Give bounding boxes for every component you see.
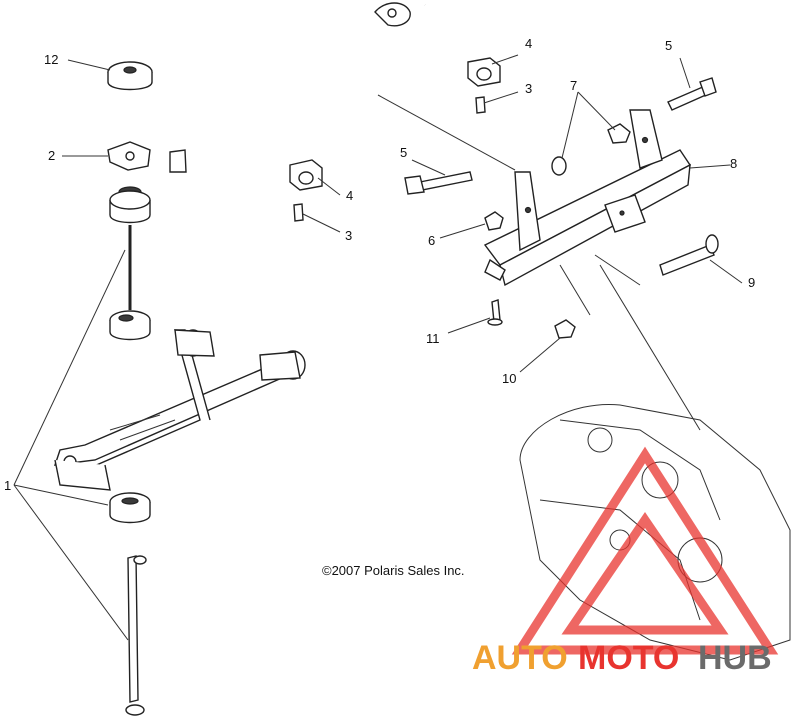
callout-5-lower: 5 (400, 145, 407, 160)
bolt-9 (659, 234, 719, 276)
bolt-5-lower (404, 171, 473, 195)
leader-1 (13, 249, 129, 641)
pin-11 (487, 299, 503, 326)
a-arm (53, 329, 306, 491)
watermark-moto: MOTO (578, 639, 679, 677)
callout-3-lower: 3 (345, 228, 352, 243)
link-rod-assembly (109, 186, 151, 341)
stabilizer-bar (107, 2, 429, 173)
clamp-upper (467, 57, 501, 114)
callout-2: 2 (48, 148, 55, 163)
callout-labels: 1 2 3 3 4 4 5 5 6 7 8 9 10 11 12 (4, 36, 755, 493)
callout-3-upper: 3 (525, 81, 532, 96)
watermark-hub: HUB (698, 639, 772, 677)
watermark-logo: AUTO MOTO HUB (472, 446, 779, 677)
clamp-lower (289, 159, 323, 222)
callout-5-upper: 5 (665, 38, 672, 53)
callout-11: 11 (426, 331, 440, 346)
callout-7: 7 (570, 78, 577, 93)
callout-1: 1 (4, 478, 11, 493)
copyright-text: ©2007 Polaris Sales Inc. (322, 563, 465, 578)
callout-8: 8 (730, 156, 737, 171)
watermark-auto: AUTO (472, 639, 568, 677)
callout-9: 9 (748, 275, 755, 290)
callout-10: 10 (502, 371, 516, 386)
callout-4-upper: 4 (525, 36, 532, 51)
leader-lines (62, 54, 743, 431)
nut-6 (484, 211, 504, 231)
callout-12: 12 (44, 52, 58, 67)
frame-bracket (483, 109, 692, 287)
callout-4-lower: 4 (346, 188, 353, 203)
long-bolt (125, 555, 147, 716)
nut-10 (554, 319, 576, 339)
bottom-bushing (109, 492, 151, 524)
bolt-5-upper (667, 77, 717, 111)
callout-6: 6 (428, 233, 435, 248)
bushing-12 (107, 61, 153, 91)
